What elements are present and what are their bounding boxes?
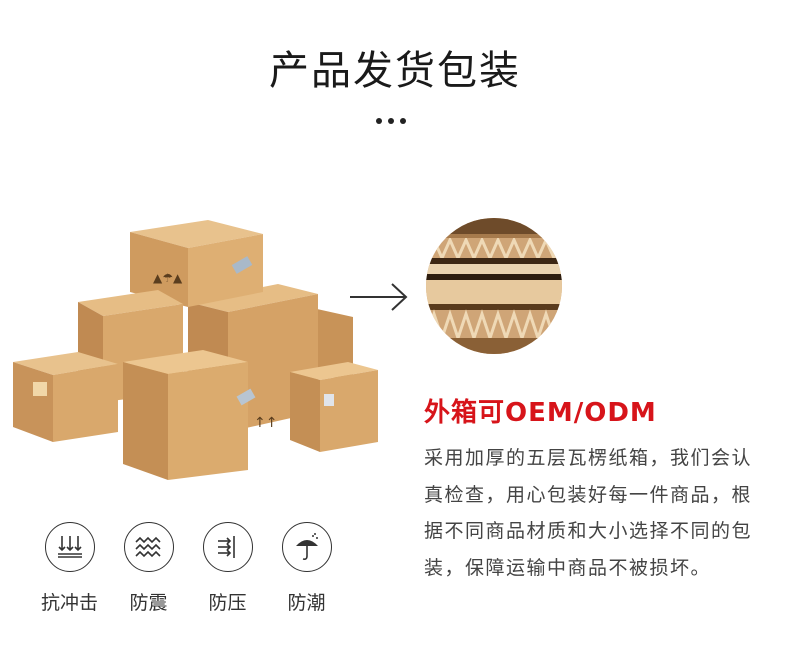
impact-resistant-icon [44, 522, 95, 572]
arrow-right-icon [350, 283, 408, 311]
packaging-description: 采用加厚的五层瓦楞纸箱，我们会认真检查，用心包装好每一件商品，根据不同商品材质和… [424, 447, 753, 579]
svg-text:▲☂▲: ▲☂▲ [153, 271, 183, 285]
pressure-proof-icon [202, 522, 253, 572]
feature-impact-resistant: 抗冲击 [30, 522, 109, 615]
feature-label: 防压 [208, 592, 247, 614]
feature-shock-proof: 防震 [109, 522, 188, 615]
page-title: 产品发货包装 [269, 48, 521, 94]
moisture-proof-icon [281, 522, 332, 572]
feature-label: 防潮 [287, 592, 326, 614]
feature-label: 防震 [129, 592, 168, 614]
feature-moisture-proof: 防潮 [267, 522, 346, 615]
shock-proof-icon [123, 522, 174, 572]
cardboard-boxes-image: ▲☂▲ ↑↑ [13, 220, 378, 480]
feature-pressure-proof: 防压 [188, 522, 267, 615]
svg-text:↑↑: ↑↑ [254, 415, 277, 431]
title-dots-divider [376, 118, 406, 124]
oem-odm-heading: 外箱可OEM/ODM [424, 398, 657, 428]
feature-label: 抗冲击 [40, 592, 98, 614]
corrugated-cardboard-closeup-image [426, 218, 562, 354]
protection-features: 抗冲击 防震 防压 [30, 522, 346, 615]
